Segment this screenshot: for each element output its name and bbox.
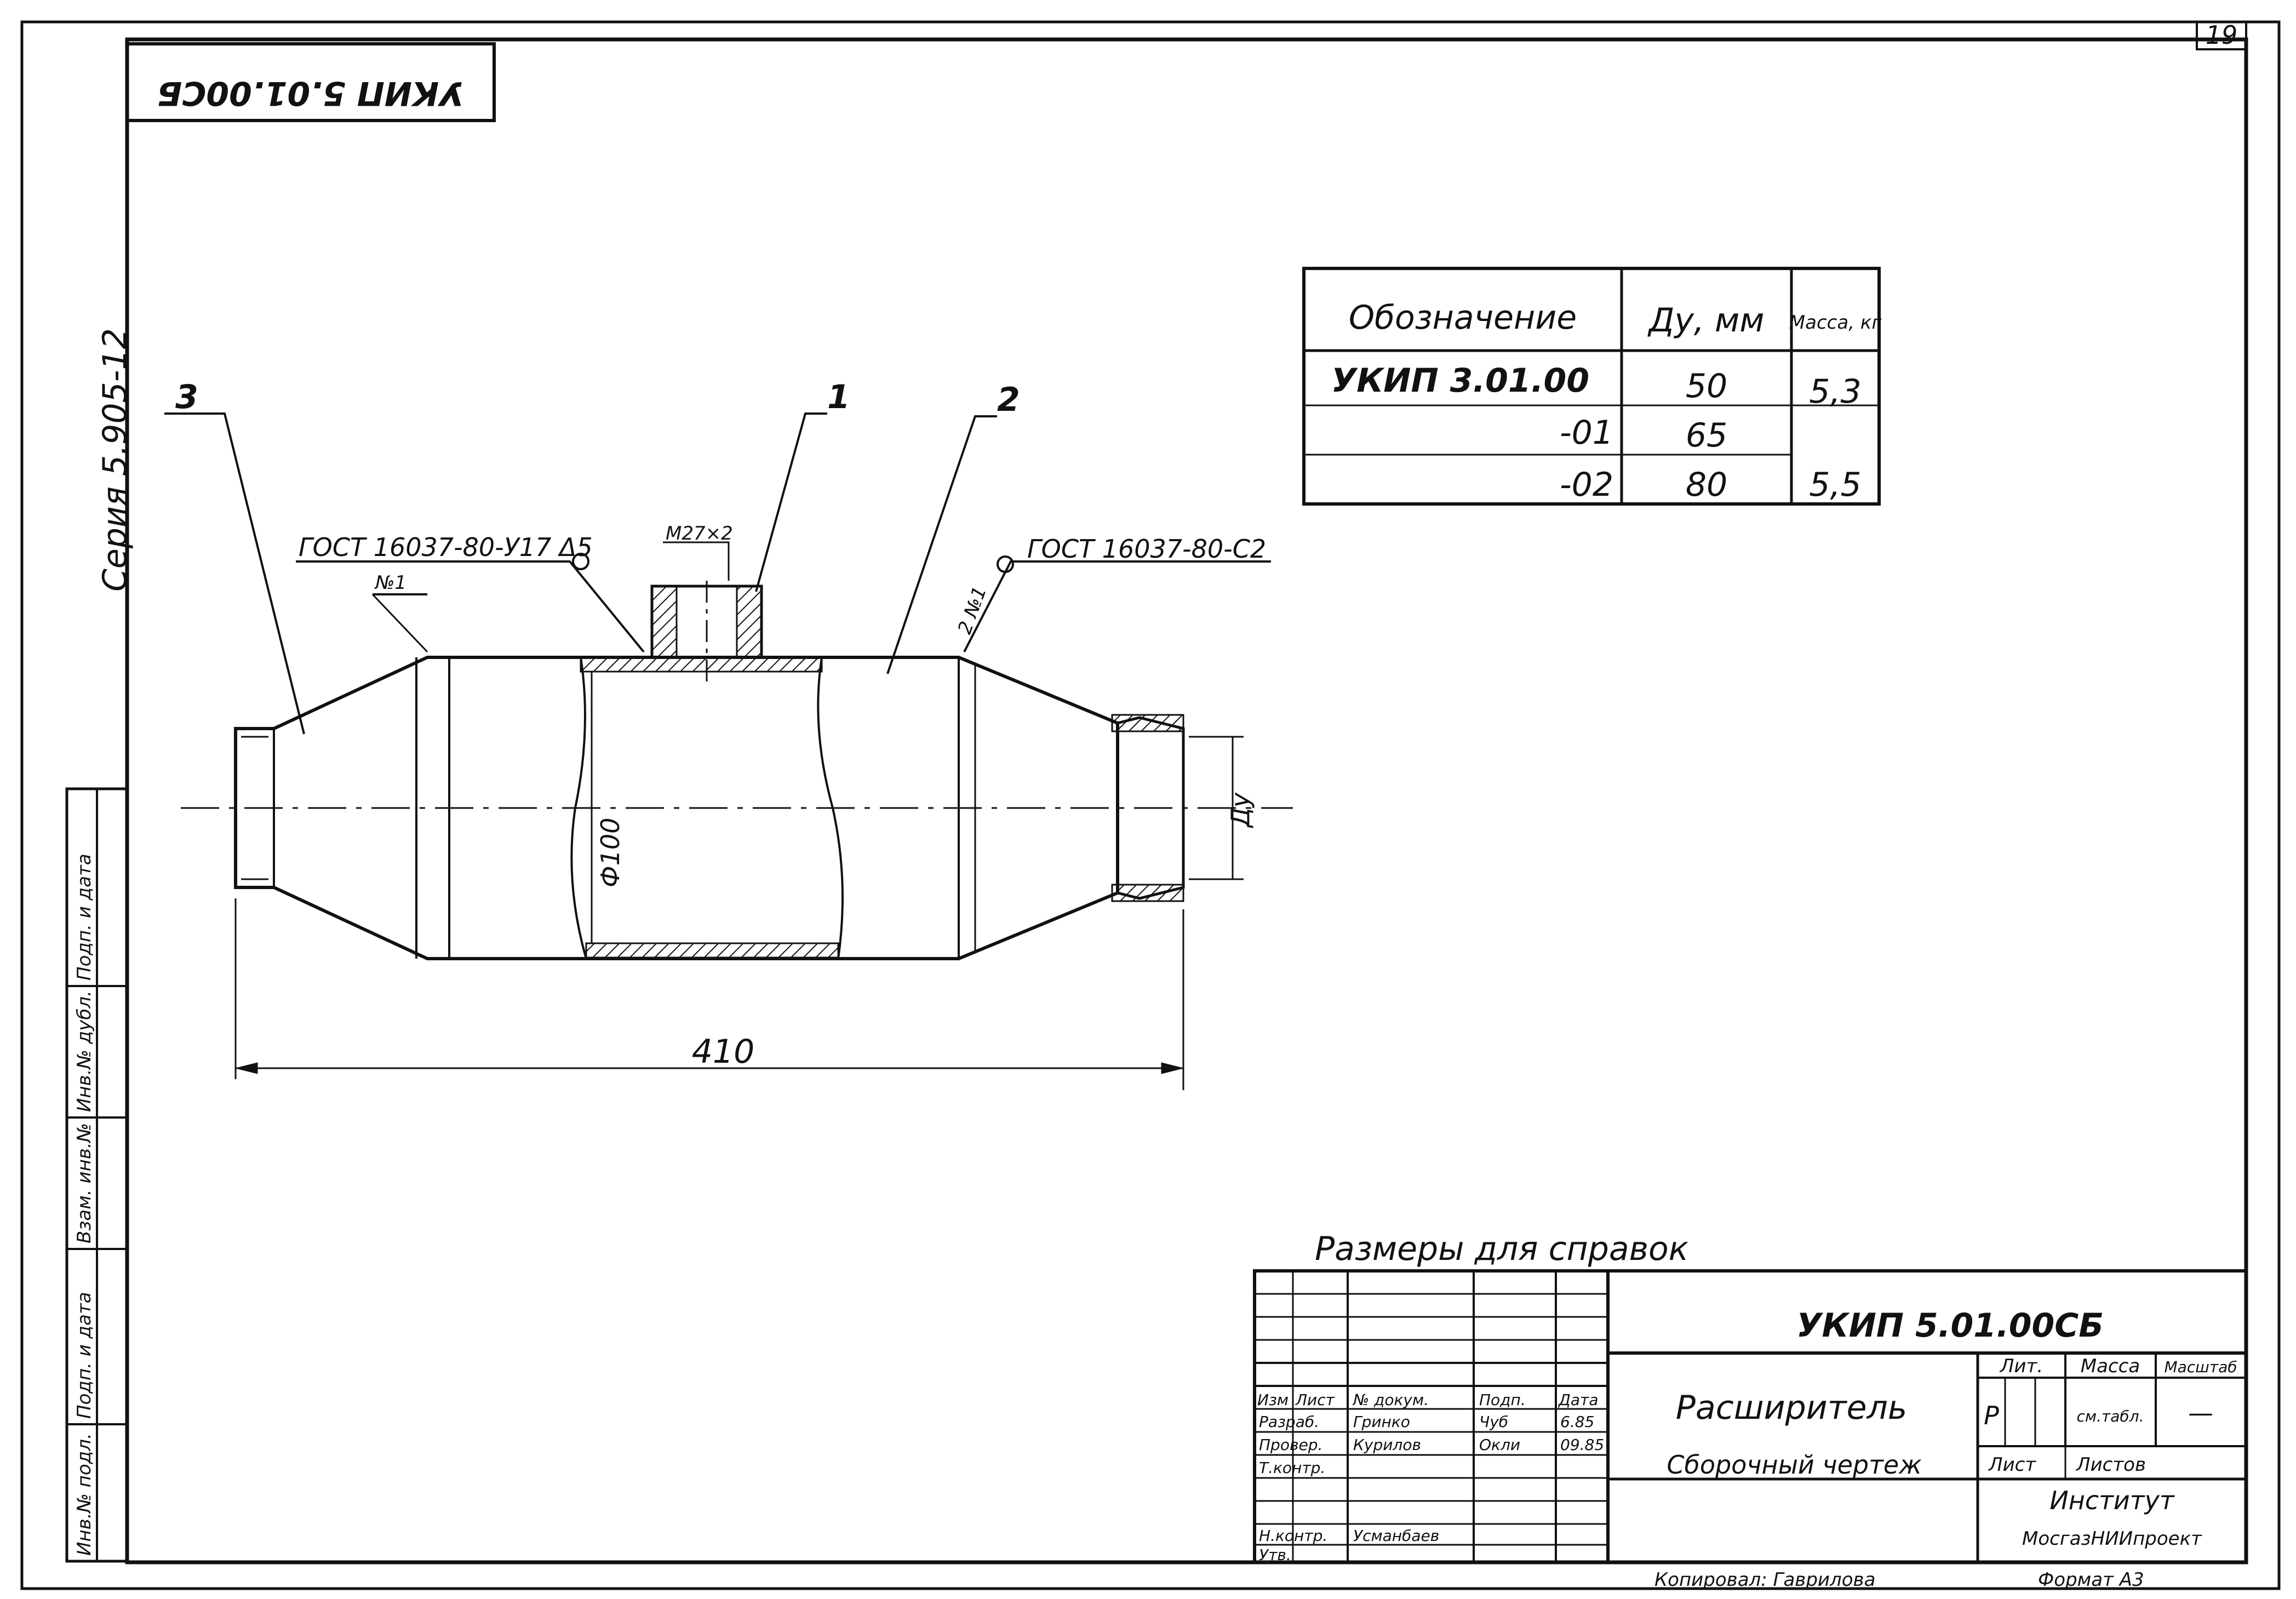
length-label: 410: [692, 1033, 755, 1071]
position-2: 2: [997, 381, 1020, 419]
role-1-date: 6.85: [1560, 1413, 1594, 1431]
break-line-right: [817, 657, 844, 959]
spec-r2-du: 65: [1686, 416, 1727, 455]
mass-value: см.табл.: [2077, 1407, 2144, 1425]
position-1: 1: [827, 378, 850, 416]
spec-r3-mass: 5,5: [1809, 466, 1861, 504]
series-label: Серия 5.905-12: [96, 328, 134, 592]
org-line-1: Институт: [2049, 1486, 2174, 1515]
title-doc-type: Сборочный чертеж: [1667, 1450, 1922, 1480]
sheets-label: Листов: [2075, 1454, 2146, 1476]
spec-header-du: Ду, мм: [1647, 301, 1764, 340]
title-code: УКИП 5.01.00СБ: [1796, 1306, 2104, 1345]
spec-r3-code: -02: [1560, 466, 1613, 504]
role-3: Т.контр.: [1259, 1459, 1325, 1477]
lit-header: Лит.: [1999, 1355, 2043, 1377]
mirrored-code-box: УКИП 5.01.00СБ: [125, 42, 496, 122]
weld-left-number: №1: [374, 572, 406, 594]
role-5: Утв.: [1259, 1546, 1291, 1564]
leader-3: [164, 412, 305, 735]
spec-r1-mass: 5,3: [1809, 372, 1861, 411]
leader-2: [886, 415, 997, 674]
scale-header: Масштаб: [2164, 1358, 2237, 1376]
role-1-sign: Чуб: [1479, 1413, 1508, 1431]
expander-drawing: [164, 412, 1293, 1090]
title-block: [1253, 1269, 2248, 1564]
stamp-cell-5: Подп. и дата: [73, 853, 95, 981]
sheet-number: 19: [2206, 20, 2238, 50]
spec-header-designation: Обозначение: [1349, 299, 1577, 337]
copied-by: Копировал: Гаврилова: [1654, 1569, 1875, 1591]
stamp-cell-3: Взам. инв.№: [73, 1123, 95, 1243]
spec-r1-code: УКИП 3.01.00: [1331, 362, 1589, 400]
spec-r2-code: -01: [1560, 414, 1613, 452]
spec-r1-du: 50: [1686, 367, 1727, 405]
hdr-izm: Изм: [1257, 1391, 1289, 1409]
outer-frame: [20, 20, 2281, 1590]
spec-r3-du: 80: [1686, 466, 1727, 504]
role-1-name: Гринко: [1353, 1413, 1410, 1431]
spec-header-mass: Масса, кг: [1789, 312, 1882, 334]
sheet-label: Лист: [1988, 1454, 2036, 1476]
spec-table: [1302, 267, 1881, 506]
title-name: Расширитель: [1676, 1389, 1908, 1427]
role-4: Н.контр.: [1259, 1527, 1327, 1545]
reference-note: Размеры для справок: [1315, 1230, 1688, 1268]
weld-left-label: ГОСТ 16037-80-У17 Δ5: [299, 532, 593, 562]
weld-leader-left: [296, 560, 645, 653]
hdr-doc: № докум.: [1352, 1391, 1429, 1409]
weld-leader-right: [963, 560, 1271, 652]
mass-header: Масса: [2081, 1355, 2140, 1377]
hdr-date: Дата: [1558, 1391, 1599, 1409]
role-1: Разраб.: [1259, 1413, 1319, 1431]
diameter-label: Ф100: [596, 818, 625, 887]
sheet-number-box: 19: [2196, 20, 2247, 50]
weld-right-label: ГОСТ 16037-80-С2: [1027, 534, 1266, 564]
role-2-sign: Окли: [1479, 1436, 1520, 1454]
leader-1: [755, 412, 827, 592]
role-2-date: 09.85: [1560, 1436, 1604, 1454]
role-2-name: Курилов: [1353, 1436, 1421, 1454]
role-2: Провер.: [1259, 1436, 1322, 1454]
du-label: Ду: [1226, 792, 1255, 828]
stamp-cell-1: Инв.№ подл.: [73, 1433, 95, 1556]
inner-pipe-top: [580, 656, 823, 673]
mirrored-code-text: УКИП 5.01.00СБ: [157, 74, 465, 112]
side-stamp: Инв.№ подл. Подп. и дата Взам. инв.№ Инв…: [65, 787, 129, 1563]
lit-value: Р: [1984, 1401, 1999, 1430]
thread-label: М27×2: [666, 523, 733, 545]
break-line-left: [570, 657, 587, 959]
stamp-cell-2: Подп. и дата: [73, 1292, 95, 1419]
stamp-cell-4: Инв.№ дубл.: [73, 990, 95, 1112]
position-3: 3: [175, 378, 198, 416]
scale-value: —: [2188, 1398, 2213, 1428]
role-4-name: Усманбаев: [1353, 1527, 1439, 1545]
org-line-2: МосгазНИИпроект: [2022, 1528, 2202, 1550]
inner-pipe-bottom: [585, 942, 839, 959]
hdr-list: Лист: [1295, 1391, 1335, 1409]
format-label: Формат А3: [2038, 1569, 2144, 1591]
hdr-sign: Подп.: [1479, 1391, 1526, 1409]
